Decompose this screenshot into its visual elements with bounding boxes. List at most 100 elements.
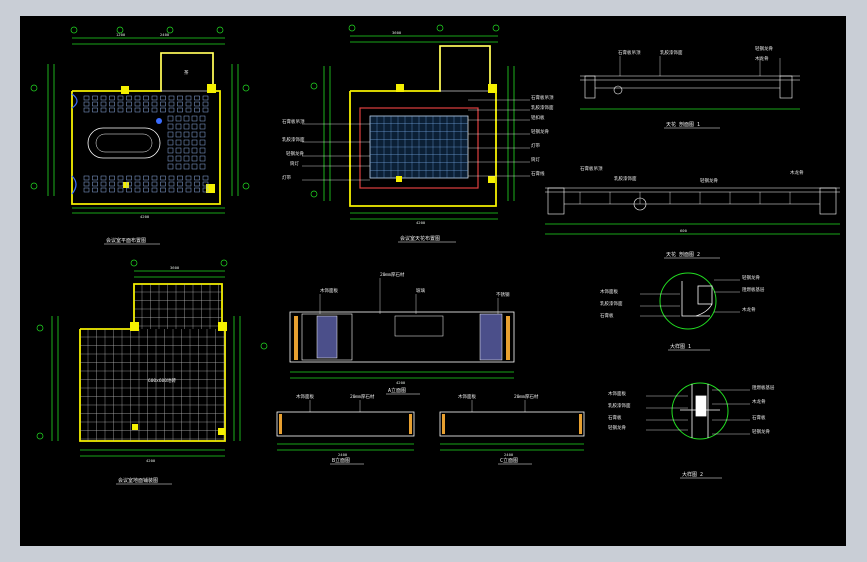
section1-note-4: 木龙骨 (755, 55, 769, 62)
ceiling-note-right-6: 筒灯 (531, 156, 540, 163)
chair-icon (167, 163, 174, 170)
ceiling-plan-caption: 会议室天花布置图 (400, 235, 440, 242)
chair-icon (199, 163, 206, 170)
ceiling-section-2: 石膏板吊顶 乳胶漆饰面 轻钢龙骨 木龙骨 天花 剖面图 2 (545, 165, 840, 259)
section2-note-2: 乳胶漆饰面 (614, 175, 637, 182)
chair-icon (177, 101, 183, 107)
elevA-note-2: 20mm厚石材 (380, 271, 405, 278)
chair-icon (117, 187, 124, 193)
detail1-note-1: 木饰面板 (600, 288, 618, 295)
elevation-a-caption: A立面图 (388, 387, 406, 394)
detail1-note-3: 石膏板 (600, 312, 614, 319)
cad-canvas[interactable]: 茶 会议室平面布置图 (20, 16, 846, 546)
chair-icon (185, 95, 192, 101)
detail1-caption: 大样图 1 (670, 343, 691, 350)
chair-icon (168, 175, 175, 181)
elevation-a-door (316, 315, 338, 359)
chair-icon (177, 187, 183, 193)
chair-icon (92, 187, 98, 193)
elevC-note-1: 木饰面板 (458, 393, 476, 400)
chair-icon (185, 175, 192, 181)
section1-note-3: 轻钢龙骨 (755, 45, 773, 52)
dim-label: 3600 (170, 265, 180, 270)
dim-label: 4200 (146, 458, 156, 463)
chair-icon (134, 101, 141, 107)
chair-icon (143, 187, 149, 193)
chair-icon (92, 175, 98, 181)
dim-label: 2400 (338, 452, 348, 457)
chair-icon (191, 131, 198, 138)
chair-icon (109, 187, 115, 193)
ceiling-note-right-3: 铝扣板 (531, 114, 545, 121)
chair-icon (199, 139, 206, 146)
ceiling-note-right-5: 灯带 (531, 142, 540, 149)
elevation-b-caption: B立面图 (332, 457, 350, 464)
detail2-note-1: 木饰面板 (608, 390, 626, 397)
chair-icon (177, 95, 183, 101)
ceiling-note-left-2: 乳胶漆饰面 (282, 136, 305, 143)
detail2-note-8: 轻钢龙骨 (752, 428, 770, 435)
chair-icon (168, 181, 175, 187)
chair-icon (194, 101, 200, 107)
chair-icon (191, 115, 198, 122)
chair-icon (167, 123, 174, 130)
elevB-note-2: 20mm厚石材 (350, 393, 375, 400)
chair-icon (191, 163, 198, 170)
chair-icon (126, 95, 132, 101)
chair-icon (109, 181, 115, 187)
detail1-note-4: 轻钢龙骨 (742, 274, 760, 281)
dim-label: 3600 (392, 30, 402, 35)
ceiling-note-right-1: 石膏板吊顶 (531, 94, 554, 101)
ceiling-note-left-1: 石膏板吊顶 (282, 118, 305, 125)
detail1-note-2: 乳胶漆饰面 (600, 300, 623, 307)
furniture-plan-dimensions (47, 37, 239, 214)
elevation-b-drawing: 木饰面板 20mm厚石材 B立面图 (276, 393, 415, 465)
chair-icon (83, 95, 90, 101)
ceiling-note-left-4: 筒灯 (290, 160, 299, 167)
chair-icon (160, 95, 166, 101)
detail1-note-5: 阻燃板基层 (742, 286, 765, 293)
chair-icon (183, 131, 190, 138)
chair-icon (183, 139, 190, 146)
chair-icon (109, 101, 115, 107)
chair-icon (194, 175, 200, 181)
chair-icon (177, 107, 183, 113)
chair-icon (167, 139, 174, 146)
chair-icon (175, 123, 182, 130)
chair-icon (143, 181, 149, 187)
elevation-a-drawing: 木饰面板 20mm厚石材 玻璃 不锈钢 A立面图 (289, 271, 515, 395)
chair-icon (168, 187, 175, 193)
detail-2-drawing: 木饰面板 乳胶漆饰面 石膏板 轻钢龙骨 阻燃板基层 木龙骨 石膏板 轻钢龙骨 大… (608, 382, 775, 479)
chair-icon (175, 131, 182, 138)
chair-icon (117, 175, 124, 181)
chair-icon (100, 175, 107, 181)
detail2-note-6: 木龙骨 (752, 398, 766, 405)
cad-drawing-sheet: 茶 会议室平面布置图 (30, 24, 840, 485)
chair-icon (134, 187, 141, 193)
chair-icon (126, 101, 132, 107)
chair-icon (177, 181, 183, 187)
floor-plan-caption: 会议室地面铺装图 (118, 477, 158, 484)
chair-icon (168, 107, 175, 113)
chair-icon (202, 187, 209, 193)
chair-icon (191, 139, 198, 146)
conference-table-outline (87, 127, 161, 159)
elevB-note-1: 木饰面板 (296, 393, 314, 400)
chair-icon (202, 175, 209, 181)
chair-icon (126, 181, 132, 187)
elevA-note-4: 不锈钢 (496, 291, 510, 298)
chair-icon (109, 95, 115, 101)
chair-icon (126, 107, 132, 113)
ceiling-note-right-2: 乳胶漆饰面 (531, 104, 554, 111)
chair-icon (199, 115, 206, 122)
chair-icon (202, 181, 209, 187)
chair-icon (199, 155, 206, 162)
ceiling-note-left-5: 灯带 (282, 174, 291, 181)
chair-icon (199, 123, 206, 130)
chair-icon (143, 107, 149, 113)
plant-icon (156, 118, 162, 124)
chair-icon (183, 115, 190, 122)
section2-note-1: 石膏板吊顶 (580, 165, 603, 172)
chair-icon (109, 107, 115, 113)
chair-icon (202, 101, 209, 107)
